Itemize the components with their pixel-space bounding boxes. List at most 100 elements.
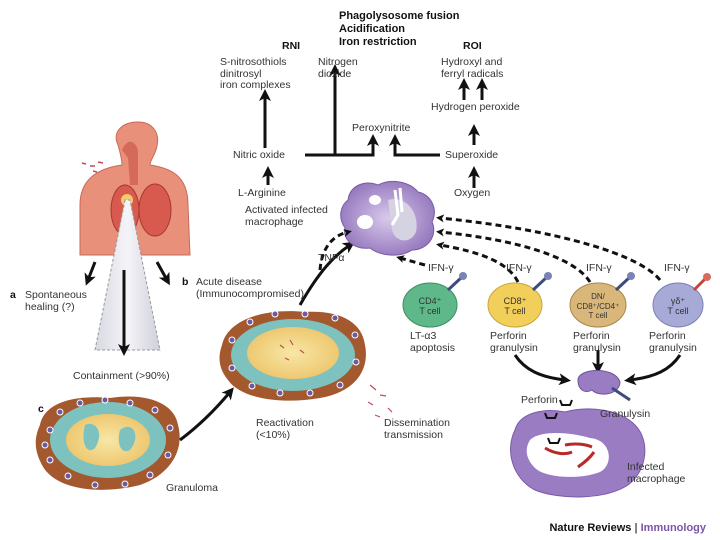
dn-t-cell	[569, 282, 627, 328]
arrow-reactivation-to-macrophage	[298, 241, 355, 306]
dn-effector: Perforin granulysin	[573, 330, 621, 354]
arrow-dn-ifn	[436, 228, 592, 283]
granulysin-label: Granulysin	[600, 408, 651, 420]
cd8-text: CD8⁺	[503, 296, 527, 306]
cd4-effector: LT-α3 apoptosis	[410, 330, 455, 354]
note-acidification: Acidification	[339, 23, 406, 35]
dn-ifn-label: IFN-γ	[586, 262, 612, 274]
acute-disease-text: Acute disease	[196, 276, 262, 288]
roi-arrows	[458, 78, 488, 188]
l-arginine-label: L-Arginine	[238, 187, 286, 199]
rni-products-2: Nitrogen dioxide	[318, 56, 358, 80]
apoptosis-text: apoptosis	[410, 341, 455, 354]
healing-text: healing (?)	[25, 300, 75, 313]
lt-alpha3-text: LT-α3	[410, 330, 437, 342]
granuloma	[35, 387, 234, 490]
cd8-cell-name: CD8⁺ T cell	[499, 296, 531, 316]
gd-tcr-icon	[692, 276, 708, 292]
cd4-cell-name: CD4⁺ T cell	[414, 296, 446, 316]
peroxynitrite-label: Peroxynitrite	[352, 122, 411, 134]
killing-arrows	[513, 350, 682, 386]
granuloma-label: Granuloma	[166, 482, 218, 494]
spontaneous-healing-label: Spontaneous healing (?)	[25, 289, 87, 313]
nitric-oxide-label: Nitric oxide	[233, 149, 285, 161]
gd-effector: Perforin granulysin	[649, 330, 697, 354]
transmission-text: transmission	[384, 428, 443, 441]
hydrogen-peroxide-label: Hydrogen peroxide	[431, 101, 520, 113]
tnf-label: TNFα	[318, 252, 345, 264]
journal-credit: Nature Reviews | Immunology	[549, 522, 706, 534]
cd4-t-cell	[402, 282, 458, 328]
label-c: c	[38, 403, 44, 415]
superoxide-label: Superoxide	[445, 149, 499, 161]
label-b: b	[182, 276, 189, 288]
gd-ifn-label: IFN-γ	[664, 262, 690, 274]
tcr-receptor-icons	[446, 275, 632, 292]
arrow-superoxide-to-peroxynitrite	[389, 134, 440, 157]
rni-products-1: S-nitrosothiols dinitrosyl iron complexe…	[220, 56, 291, 92]
gd-tcell-text: T cell	[667, 306, 689, 316]
reactivated-granuloma	[219, 241, 393, 418]
t-cells	[402, 272, 711, 328]
arrow-acute-disease	[155, 261, 170, 286]
immunocompromised-text: (Immunocompromised)	[196, 287, 304, 300]
cytokine-arrows	[318, 214, 662, 283]
arrow-granuloma-to-reactivation	[179, 387, 234, 442]
activated-macrophage-label: Activated infected macrophage	[245, 204, 328, 228]
arrow-cd4-ifn	[396, 255, 426, 267]
journal-section: Immunology	[640, 522, 706, 534]
cd4-tcell-text: T cell	[419, 306, 441, 316]
journal-name: Nature Reviews	[549, 522, 632, 534]
note-phagolysosome: Phagolysosome fusion	[339, 10, 460, 22]
perforin-label: Perforin	[521, 394, 558, 406]
infected-text: Infected	[627, 461, 665, 473]
macrophage-text: macrophage	[245, 215, 304, 228]
dn-granulysin-text: granulysin	[573, 341, 621, 354]
reactivation-label: Reactivation (<10%)	[256, 417, 314, 441]
ferryl-text: ferryl radicals	[441, 67, 504, 80]
activated-macrophage	[340, 181, 435, 256]
dn-text: DN/	[591, 292, 605, 301]
nitrogen-text: Nitrogen	[318, 56, 358, 68]
note-iron-restriction: Iron restriction	[339, 36, 417, 48]
top-notes: Phagolysosome fusion Acidification Iron …	[339, 10, 459, 49]
arrow-spontaneous-healing	[84, 261, 97, 286]
perforin-pore-icons	[544, 399, 573, 444]
containment-cone	[94, 199, 161, 351]
cytotoxic-interaction	[510, 370, 646, 498]
dissemination-label: Dissemination transmission	[384, 417, 450, 441]
gd-text: γδ⁺	[670, 296, 686, 306]
oxygen-label: Oxygen	[454, 187, 491, 199]
gd-t-cell	[652, 282, 704, 328]
cd8-tcell-text: T cell	[504, 306, 526, 316]
human-figure	[79, 121, 191, 356]
cd4-ifn-label: IFN-γ	[428, 262, 454, 274]
cd8-perforin-text: Perforin	[490, 330, 527, 342]
arrow-no-to-no2	[305, 64, 341, 157]
arrow-gd-ifn	[436, 214, 662, 281]
iron-complexes-text: iron complexes	[220, 79, 291, 91]
credit-separator: |	[634, 522, 638, 534]
dn-cell-name: DN/ CD8⁺/CD4⁺ T cell	[572, 292, 624, 321]
label-a: a	[10, 289, 16, 301]
dn-tcell-text: T cell	[588, 311, 608, 320]
dn-perforin-text: Perforin	[573, 330, 610, 342]
cd4-text: CD4⁺	[418, 296, 442, 306]
acute-disease-label: Acute disease (Immunocompromised)	[196, 276, 304, 300]
rni-arrows	[259, 64, 440, 185]
dissemination-text: Dissemination	[384, 417, 450, 429]
dinitrosyl-text: dinitrosyl	[220, 67, 262, 80]
cd8-ifn-label: IFN-γ	[506, 262, 532, 274]
dioxide-text: dioxide	[318, 67, 352, 80]
arrow-no-to-peroxynitrite	[335, 134, 379, 157]
spontaneous-text: Spontaneous	[25, 289, 87, 301]
snitrosothiols-text: S-nitrosothiols	[220, 56, 287, 68]
roi-products: Hydroxyl and ferryl radicals	[441, 56, 504, 80]
cd8-effector: Perforin granulysin	[490, 330, 538, 354]
infected-macrophage-text: macrophage	[627, 472, 686, 485]
roi-label: ROI	[463, 40, 482, 52]
cd8-cd4-text: CD8⁺/CD4⁺	[576, 301, 620, 311]
reactivation-percent-text: (<10%)	[256, 428, 291, 441]
gd-cell-name: γδ⁺ T cell	[662, 296, 694, 316]
